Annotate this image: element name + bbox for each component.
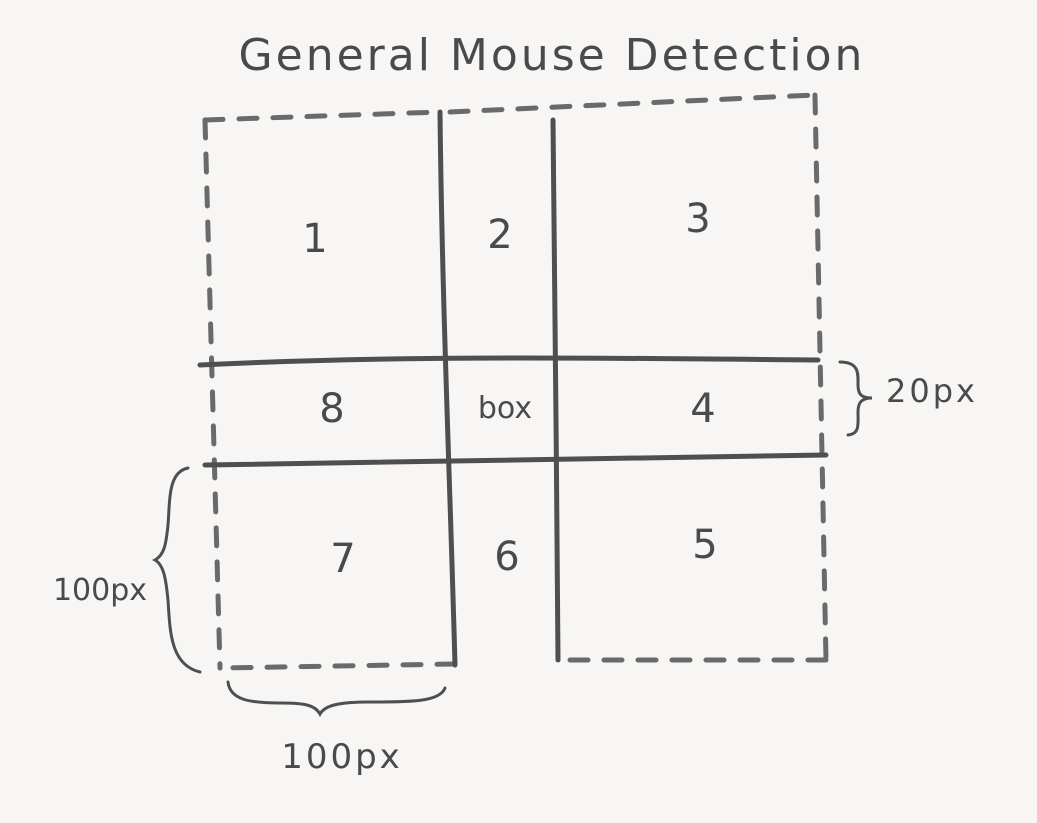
horizontal-line-bottom (202, 452, 829, 468)
outer-dashed-boundary (202, 92, 829, 671)
left-curly-brace (151, 466, 202, 674)
region-2-label: 2 (487, 212, 512, 258)
grid-lines (197, 109, 829, 668)
right-curly-brace (838, 360, 873, 437)
region-labels: 1 2 3 8 box 4 7 6 5 (302, 196, 717, 582)
dashed-left-edge (202, 117, 223, 671)
right-dimension-label: 20px (886, 372, 978, 410)
region-5-label: 5 (692, 522, 717, 568)
region-3-label: 3 (685, 196, 710, 242)
bottom-curly-brace (226, 680, 447, 718)
bottom-dimension-label: 100px (281, 737, 403, 777)
region-1-label: 1 (302, 216, 327, 262)
dashed-right-edge (812, 92, 829, 663)
region-6-label: 6 (494, 534, 519, 580)
dashed-top-edge (202, 92, 818, 123)
region-4-label: 4 (690, 386, 715, 432)
vertical-line-right (550, 117, 561, 663)
center-box-label: box (478, 391, 532, 426)
region-8-label: 8 (319, 386, 344, 432)
left-dimension-label: 100px (53, 573, 147, 608)
diagram-title: General Mouse Detection (239, 30, 866, 81)
vertical-line-left (437, 109, 458, 668)
horizontal-line-top (197, 355, 821, 368)
region-7-label: 7 (330, 536, 355, 582)
dashed-bottom-edge (217, 657, 829, 671)
